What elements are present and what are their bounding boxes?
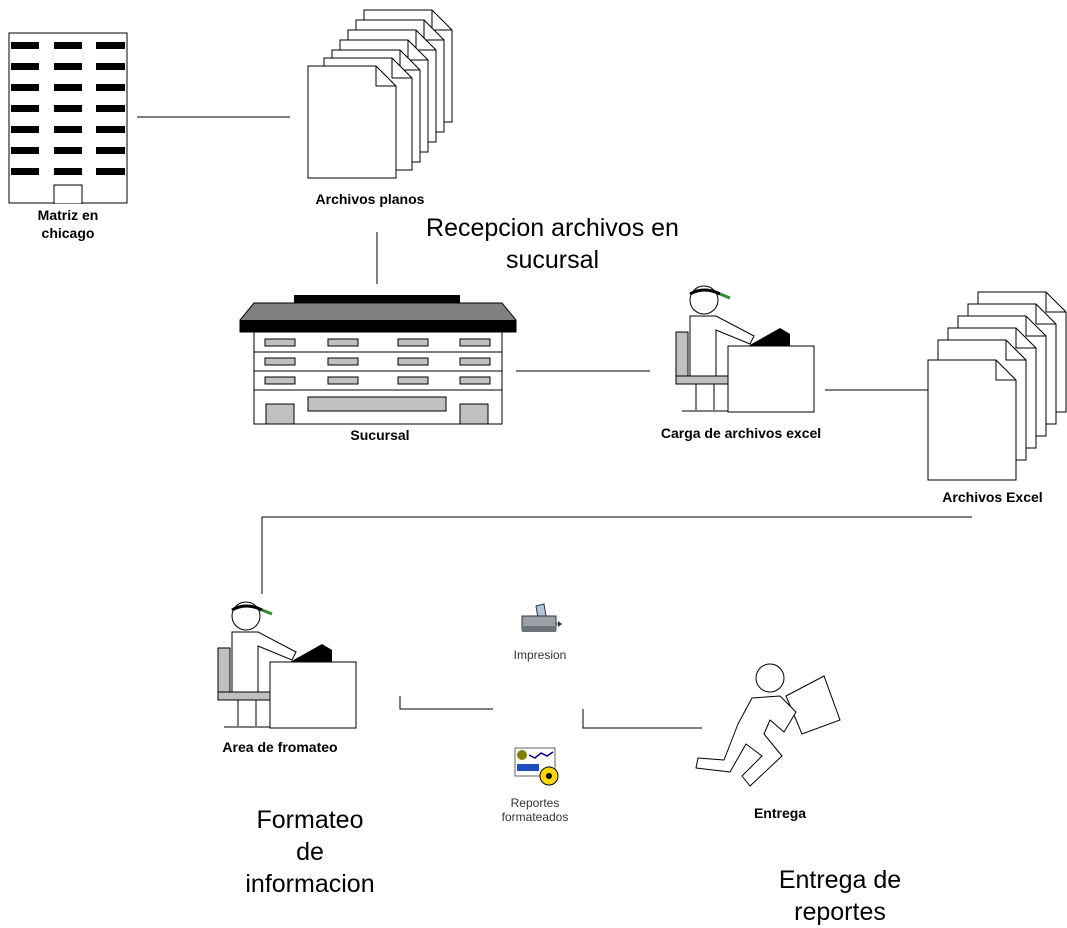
formatted-reports-icon xyxy=(514,747,559,786)
formateo-title-line1: Formateo xyxy=(256,806,364,834)
area-formateo-label: Area de fromateo xyxy=(222,739,338,755)
line-excel-area xyxy=(261,516,972,594)
documents-stack-icon xyxy=(307,9,453,179)
matriz-label-line2: chicago xyxy=(41,225,95,241)
branch-building-icon xyxy=(239,295,517,425)
archivos-planos-label: Archivos planos xyxy=(315,191,425,207)
matriz-label-line1: Matriz en xyxy=(37,207,99,223)
printer-icon xyxy=(521,603,562,632)
impresion-label: Impresion xyxy=(513,648,567,662)
recepcion-title-line1: Recepcion archivos en xyxy=(426,214,679,242)
matriz-label: Matriz en chicago xyxy=(8,206,128,242)
matriz-node xyxy=(8,32,128,205)
recepcion-title-line2: sucursal xyxy=(505,246,600,274)
entrega-title-line1: Entrega de xyxy=(778,866,902,894)
archivos-excel-label: Archivos Excel xyxy=(942,489,1043,505)
entrega-label: Entrega xyxy=(753,805,807,821)
formateo-title: Formateo de informacion xyxy=(210,804,410,900)
person-at-computer-icon xyxy=(675,285,815,413)
reportes-label: Reportes formateados xyxy=(480,796,590,824)
reportes-label-line2: formateados xyxy=(501,810,569,824)
carga-label: Carga de archivos excel xyxy=(660,425,822,441)
entrega-title-line2: reportes xyxy=(794,898,886,926)
formateo-title-line2: de xyxy=(296,838,324,866)
reportes-label-line1: Reportes xyxy=(510,796,560,810)
delivery-person-icon xyxy=(695,663,841,787)
line-center-entrega xyxy=(582,709,702,729)
recepcion-title: Recepcion archivos en sucursal xyxy=(380,212,725,276)
formatting-area-person-icon xyxy=(217,601,357,729)
entrega-title: Entrega de reportes xyxy=(740,864,940,928)
line-area-center xyxy=(399,696,493,710)
formateo-title-line3: informacion xyxy=(245,870,375,898)
sucursal-label: Sucursal xyxy=(350,427,410,443)
excel-files-stack-icon xyxy=(927,291,1067,481)
office-building-icon xyxy=(8,32,128,205)
